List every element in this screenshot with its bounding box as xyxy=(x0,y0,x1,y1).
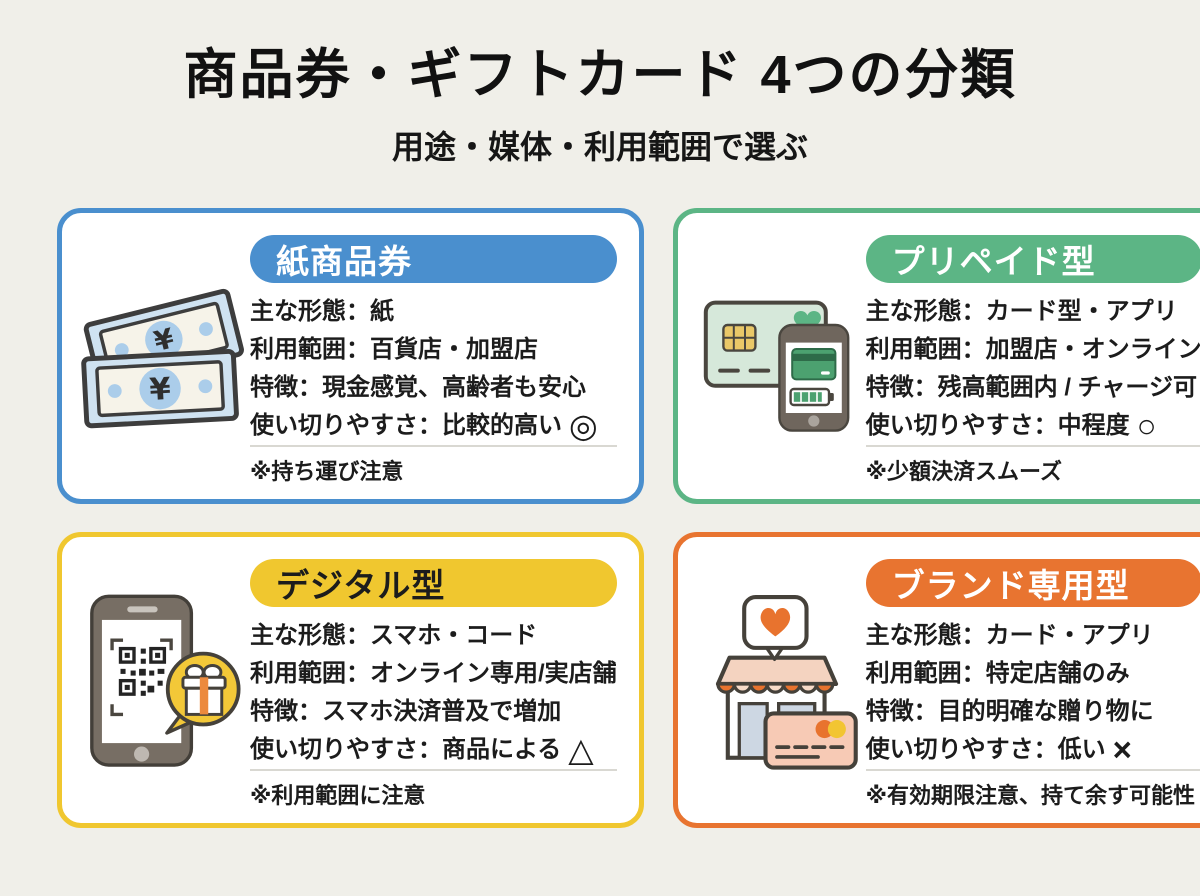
category-title-badge: デジタル型 xyxy=(250,559,617,608)
category-title: ブランド専用型 xyxy=(891,567,1130,605)
category-title-badge: 紙商品券 xyxy=(250,235,617,284)
usability-line: 使い切りやすさ：商品による △ xyxy=(250,731,617,769)
attribute-list: 主な形態：スマホ・コード 利用範囲：オンライン専用/実店舗 特徴：スマホ決済普及… xyxy=(250,617,617,769)
usability-rating-symbol: × xyxy=(1112,731,1132,769)
category-card-brand-only: ブランド専用型 主な形態：カード・アプリ 利用範囲：特定店舗のみ 特徴：目的明確… xyxy=(672,532,1200,829)
divider xyxy=(250,769,617,772)
attribute-line: 利用範囲：加盟店・オンライン xyxy=(865,336,1200,364)
icon-column: ¥ ¥ xyxy=(72,229,250,485)
page-title: 商品券・ギフトカード 4つの分類 xyxy=(183,45,1017,105)
attribute-line: 利用範囲：オンライン専用/実店舗 xyxy=(250,660,617,688)
divider xyxy=(865,445,1200,448)
footnote: ※持ち運び注意 xyxy=(250,459,404,485)
usability-rating-symbol: △ xyxy=(568,731,594,769)
category-grid: ¥ ¥ 紙商品券 xyxy=(0,208,1200,829)
icon-column xyxy=(688,229,866,485)
usability-label: 使い切りやすさ：商品による xyxy=(250,736,562,764)
card-content: デジタル型 主な形態：スマホ・コード 利用範囲：オンライン専用/実店舗 特徴：ス… xyxy=(250,553,617,809)
attribute-line: 利用範囲：百貨店・加盟店 xyxy=(250,336,538,364)
usability-rating-symbol: ◎ xyxy=(569,407,598,445)
category-title: デジタル型 xyxy=(276,567,446,605)
attribute-line: 特徴：現金感覚、高齢者も安心 xyxy=(250,374,586,402)
svg-text:¥: ¥ xyxy=(149,372,172,408)
prepaid-card-phone-icon xyxy=(703,300,850,432)
usability-label: 使い切りやすさ：中程度 xyxy=(865,412,1130,440)
category-card-paper-voucher: ¥ ¥ 紙商品券 xyxy=(57,208,644,505)
attribute-list: 主な形態：カード型・アプリ 利用範囲：加盟店・オンライン 特徴：残高範囲内 / … xyxy=(866,293,1200,445)
attribute-list: 主な形態：紙 利用範囲：百貨店・加盟店 特徴：現金感覚、高齢者も安心 使い切りや… xyxy=(250,293,617,445)
usability-label: 使い切りやすさ：比較的高い xyxy=(250,412,562,440)
card-content: ブランド専用型 主な形態：カード・アプリ 利用範囲：特定店舗のみ 特徴：目的明確… xyxy=(865,553,1200,809)
category-title-badge: プリペイド型 xyxy=(865,235,1200,284)
usability-line: 使い切りやすさ：低い × xyxy=(866,731,1200,769)
attribute-line: 特徴：残高範囲内 / チャージ可 xyxy=(865,374,1197,402)
usability-line: 使い切りやすさ：比較的高い ◎ xyxy=(250,407,617,445)
page-subtitle: 用途・媒体・利用範囲で選ぶ xyxy=(391,129,808,166)
usability-line: 使い切りやすさ：中程度 ○ xyxy=(866,407,1200,445)
footnote: ※利用範囲に注意 xyxy=(250,783,426,809)
attribute-line: 特徴：目的明確な贈り物に xyxy=(865,698,1154,726)
category-card-prepaid: プリペイド型 主な形態：カード型・アプリ 利用範囲：加盟店・オンライン 特徴：残… xyxy=(672,208,1200,505)
category-title: 紙商品券 xyxy=(276,243,412,281)
divider xyxy=(865,769,1200,772)
divider xyxy=(250,445,617,448)
attribute-line: 主な形態：紙 xyxy=(250,298,394,326)
footnote: ※少額決済スムーズ xyxy=(865,459,1062,485)
header: 商品券・ギフトカード 4つの分類 用途・媒体・利用範囲で選ぶ xyxy=(0,44,1200,168)
attribute-line: 利用範囲：特定店舗のみ xyxy=(865,660,1130,688)
smartphone-qr-gift-icon xyxy=(90,594,241,767)
paper-bills-icon: ¥ ¥ xyxy=(81,288,244,428)
attribute-line: 主な形態：カード・アプリ xyxy=(865,622,1154,650)
category-title-badge: ブランド専用型 xyxy=(865,559,1200,608)
icon-column xyxy=(688,553,866,809)
card-content: 紙商品券 主な形態：紙 利用範囲：百貨店・加盟店 特徴：現金感覚、高齢者も安心 … xyxy=(250,229,617,485)
category-title: プリペイド型 xyxy=(891,243,1096,281)
attribute-line: 特徴：スマホ決済普及で増加 xyxy=(250,698,562,726)
card-content: プリペイド型 主な形態：カード型・アプリ 利用範囲：加盟店・オンライン 特徴：残… xyxy=(865,229,1200,485)
usability-label: 使い切りやすさ：低い xyxy=(865,736,1106,764)
attribute-list: 主な形態：カード・アプリ 利用範囲：特定店舗のみ 特徴：目的明確な贈り物に 使い… xyxy=(866,617,1200,769)
attribute-line: 主な形態：カード型・アプリ xyxy=(865,298,1178,326)
category-card-digital: デジタル型 主な形態：スマホ・コード 利用範囲：オンライン専用/実店舗 特徴：ス… xyxy=(57,532,644,829)
attribute-line: 主な形態：スマホ・コード xyxy=(250,622,538,650)
icon-column xyxy=(72,553,250,809)
storefront-card-icon xyxy=(715,594,858,770)
usability-rating-symbol: ○ xyxy=(1136,407,1157,445)
footnote: ※有効期限注意、持て余す可能性 xyxy=(865,783,1196,809)
